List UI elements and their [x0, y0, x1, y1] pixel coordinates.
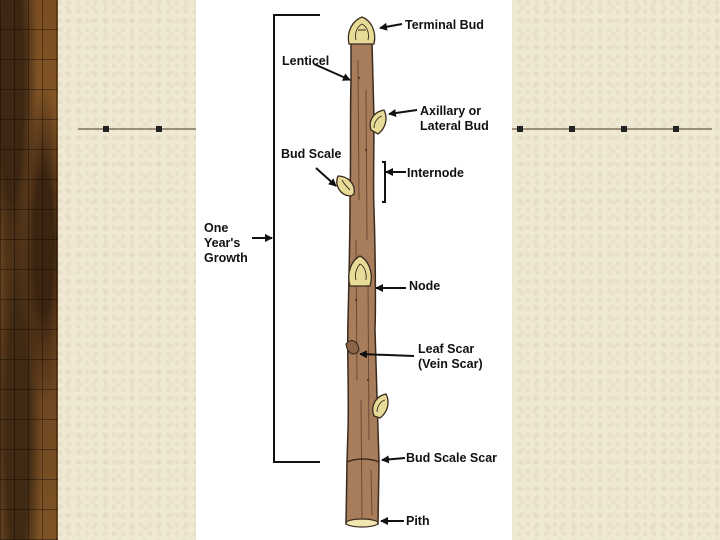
twig-diagram [252, 14, 418, 528]
terminal-bud-arrow [379, 22, 403, 31]
pith-cross-section [345, 518, 379, 528]
wood-texture-border [0, 0, 58, 540]
axillary-bud-label-line2: Lateral Bud [420, 119, 489, 133]
one-years-growth-line3: Growth [204, 251, 248, 265]
one-years-growth-label: One Year's Growth [204, 221, 248, 266]
one-years-growth-line2: Year's [204, 236, 241, 250]
lenticels [354, 76, 370, 382]
leaf-scar-arrow [359, 350, 415, 359]
terminal-bud-label: Terminal Bud [405, 18, 484, 32]
leaf-scar-label: Leaf Scar (Vein Scar) [418, 342, 483, 372]
decorative-dotted-rule-right [512, 126, 712, 132]
leaf-scar-label-line2: (Vein Scar) [418, 357, 483, 371]
decorative-dotted-rule-left [78, 126, 196, 132]
axillary-bud-arrow [388, 109, 418, 117]
bud-scale-scar-label: Bud Scale Scar [406, 451, 498, 465]
bud-scale-scar-ring [346, 458, 380, 463]
axillary-bud-icon [369, 109, 387, 135]
bud-scale-label: Bud Scale [281, 147, 342, 161]
lower-bud-icon [372, 393, 389, 419]
node-bud-icon [348, 255, 372, 287]
pith-label: Pith [406, 514, 430, 528]
one-years-growth-line1: One [204, 221, 229, 235]
bud-scale-scar-arrow [381, 455, 406, 464]
node-label: Node [409, 279, 441, 293]
lenticel-arrow [313, 63, 351, 81]
axillary-bud-label-line1: Axillary or [420, 104, 482, 118]
internode-bracket [382, 161, 386, 203]
lenticel-label: Lenticel [282, 54, 330, 68]
bud-scale-bud-icon [336, 175, 355, 197]
leaf-scar-shape [345, 340, 360, 355]
bark-streaks [355, 59, 373, 521]
leaf-scar-label-line1: Leaf Scar [418, 342, 475, 356]
terminal-bud-icon [347, 16, 376, 45]
internode-label: Internode [407, 166, 464, 180]
axillary-bud-label: Axillary or Lateral Bud [420, 104, 489, 134]
bud-scale-arrow [315, 167, 337, 187]
one-years-growth-bracket [273, 14, 320, 463]
